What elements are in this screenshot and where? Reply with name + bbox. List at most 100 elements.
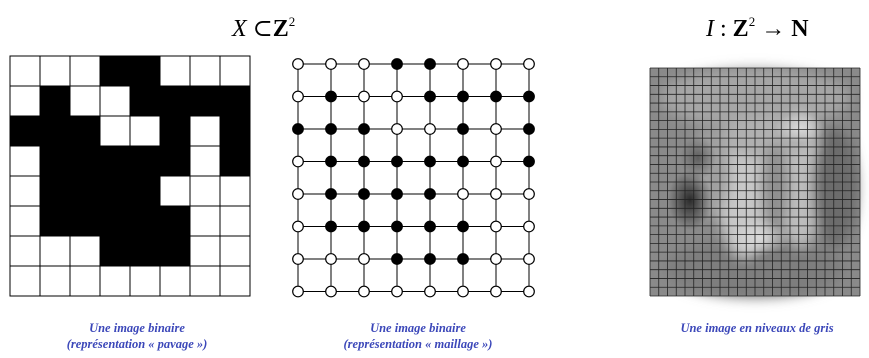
mesh-node-filled <box>359 124 370 135</box>
mesh-node-empty <box>359 91 370 102</box>
mesh-node-empty <box>392 286 403 297</box>
tile-pixel <box>100 146 130 176</box>
tile-pixel <box>160 236 190 266</box>
tile-pixel <box>160 116 190 146</box>
tile-pixel <box>40 266 70 296</box>
mesh-node-empty <box>293 91 304 102</box>
mesh-node-empty <box>425 286 436 297</box>
tile-pixel <box>130 206 160 236</box>
tile-pixel <box>220 266 250 296</box>
tile-pixel <box>130 176 160 206</box>
tile-pixel <box>70 86 100 116</box>
mesh-node-empty <box>293 156 304 167</box>
tile-pixel <box>220 236 250 266</box>
binary-image-mesh <box>290 56 542 302</box>
mesh-node-filled <box>425 91 436 102</box>
tile-pixel <box>70 56 100 86</box>
mesh-node-filled <box>458 254 469 265</box>
caption-tiling-line1: Une image binaire <box>22 320 252 336</box>
mesh-node-filled <box>491 91 502 102</box>
tile-pixel <box>10 116 40 146</box>
tile-pixel <box>10 266 40 296</box>
tile-pixel <box>190 86 220 116</box>
formula-function: I : Z2 → N <box>706 4 809 40</box>
tile-pixel <box>190 206 220 236</box>
caption-mesh: Une image binaire (représentation « mail… <box>303 320 533 352</box>
mesh-node-empty <box>326 59 337 70</box>
tile-pixel <box>190 56 220 86</box>
mesh-node-empty <box>524 189 535 200</box>
mesh-node-filled <box>425 59 436 70</box>
tile-pixel <box>220 206 250 236</box>
tile-pixel <box>10 236 40 266</box>
mesh-node-empty <box>458 286 469 297</box>
mesh-node-filled <box>359 189 370 200</box>
tile-pixel <box>40 176 70 206</box>
mesh-node-filled <box>392 254 403 265</box>
tile-pixel <box>40 116 70 146</box>
tile-pixel <box>10 86 40 116</box>
formula-subset-symbol: ⊂ <box>253 16 273 42</box>
mesh-node-empty <box>326 254 337 265</box>
mesh-node-empty <box>359 286 370 297</box>
tile-pixel <box>100 206 130 236</box>
mesh-node-filled <box>425 254 436 265</box>
mesh-node-empty <box>425 124 436 135</box>
tile-pixel <box>100 266 130 296</box>
mesh-node-empty <box>326 286 337 297</box>
tile-pixel <box>220 56 250 86</box>
tile-pixel <box>130 146 160 176</box>
tile-pixel <box>190 266 220 296</box>
mesh-node-filled <box>458 124 469 135</box>
formula-exponent: 2 <box>749 14 756 29</box>
grayscale-image <box>650 68 860 296</box>
caption-gray: Une image en niveaux de gris <box>642 320 869 336</box>
mesh-node-filled <box>392 59 403 70</box>
tile-pixel <box>190 146 220 176</box>
mesh-node-filled <box>524 124 535 135</box>
tile-pixel <box>40 236 70 266</box>
mesh-node-filled <box>326 221 337 232</box>
tile-pixel <box>100 116 130 146</box>
tile-pixel <box>70 266 100 296</box>
formula-domain-z: Z <box>733 16 749 42</box>
mesh-node-empty <box>458 189 469 200</box>
caption-mesh-line2: (représentation « maillage ») <box>303 336 533 352</box>
mesh-node-filled <box>392 221 403 232</box>
mesh-node-empty <box>293 286 304 297</box>
tile-pixel <box>100 236 130 266</box>
mesh-node-filled <box>458 91 469 102</box>
tile-pixel <box>10 176 40 206</box>
mesh-node-empty <box>293 59 304 70</box>
tile-pixel <box>220 176 250 206</box>
tile-pixel <box>130 56 160 86</box>
mesh-node-empty <box>293 254 304 265</box>
mesh-node-filled <box>458 221 469 232</box>
tile-pixel <box>160 176 190 206</box>
binary-image-tiling <box>8 54 252 298</box>
caption-tiling: Une image binaire (représentation « pava… <box>22 320 252 352</box>
mesh-node-filled <box>359 156 370 167</box>
tile-pixel <box>160 86 190 116</box>
tile-pixel <box>160 266 190 296</box>
mesh-node-filled <box>458 156 469 167</box>
tile-pixel <box>70 176 100 206</box>
formula-var-i: I <box>706 16 714 42</box>
mesh-node-empty <box>392 91 403 102</box>
tile-pixel <box>160 56 190 86</box>
mesh-node-empty <box>359 59 370 70</box>
tile-pixel <box>100 86 130 116</box>
mesh-node-filled <box>326 91 337 102</box>
tile-pixel <box>220 116 250 146</box>
mesh-node-empty <box>524 286 535 297</box>
tile-pixel <box>220 86 250 116</box>
mesh-node-filled <box>425 189 436 200</box>
tile-pixel <box>40 56 70 86</box>
mesh-node-filled <box>326 156 337 167</box>
mesh-node-filled <box>326 189 337 200</box>
mesh-node-empty <box>293 221 304 232</box>
tile-pixel <box>130 236 160 266</box>
mesh-node-empty <box>524 254 535 265</box>
formula-set-z: Z <box>273 16 289 42</box>
mesh-node-empty <box>491 254 502 265</box>
